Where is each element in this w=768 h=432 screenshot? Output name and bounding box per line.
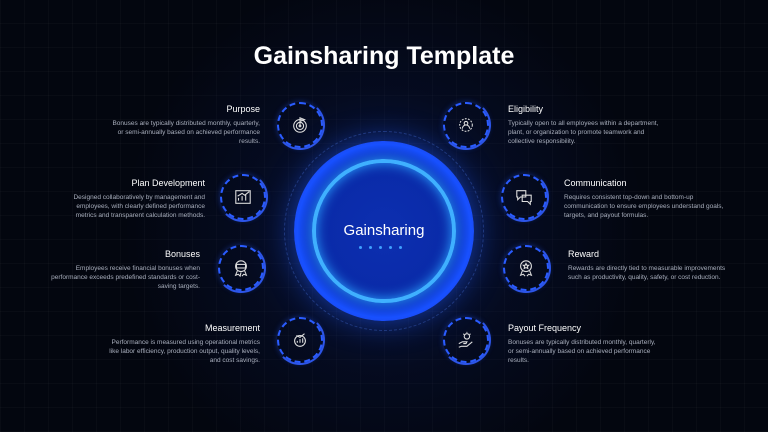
gear-chart-icon [275,315,325,365]
item-desc: Designed collaboratively by management a… [73,194,205,219]
chart-board-icon [218,172,268,222]
center-label: Gainsharing [343,222,425,239]
award-icon [501,243,551,293]
glow-ring [312,159,456,303]
item-title: Purpose [226,104,260,114]
item-title: Payout Frequency [508,323,582,333]
item-title: Communication [564,178,627,188]
badge-icon [216,243,266,293]
item-desc: Requires consistent top-down and bottom-… [564,194,724,219]
chat-icon [499,172,549,222]
item-desc: Performance is measured using operationa… [109,339,260,364]
item-desc: Rewards are directly tied to measurable … [568,265,726,281]
item-title: Bonuses [164,249,200,259]
item-title: Reward [568,249,600,259]
orbit-ring [284,131,484,331]
team-gear-icon [441,100,491,150]
item-desc: Bonuses are typically distributed monthl… [112,120,260,145]
dots-indicator [359,246,402,249]
item-desc: Employees receive financial bonuses when… [51,265,200,290]
item-title: Measurement [204,323,260,333]
item-desc: Typically open to all employees within a… [508,120,659,145]
item-title: Eligibility [508,104,544,114]
item-desc: Bonuses are typically distributed monthl… [508,339,656,364]
item-title: Plan Development [131,178,205,188]
page-title: Gainsharing Template [253,42,515,70]
target-icon [275,100,325,150]
hand-idea-icon [441,315,491,365]
